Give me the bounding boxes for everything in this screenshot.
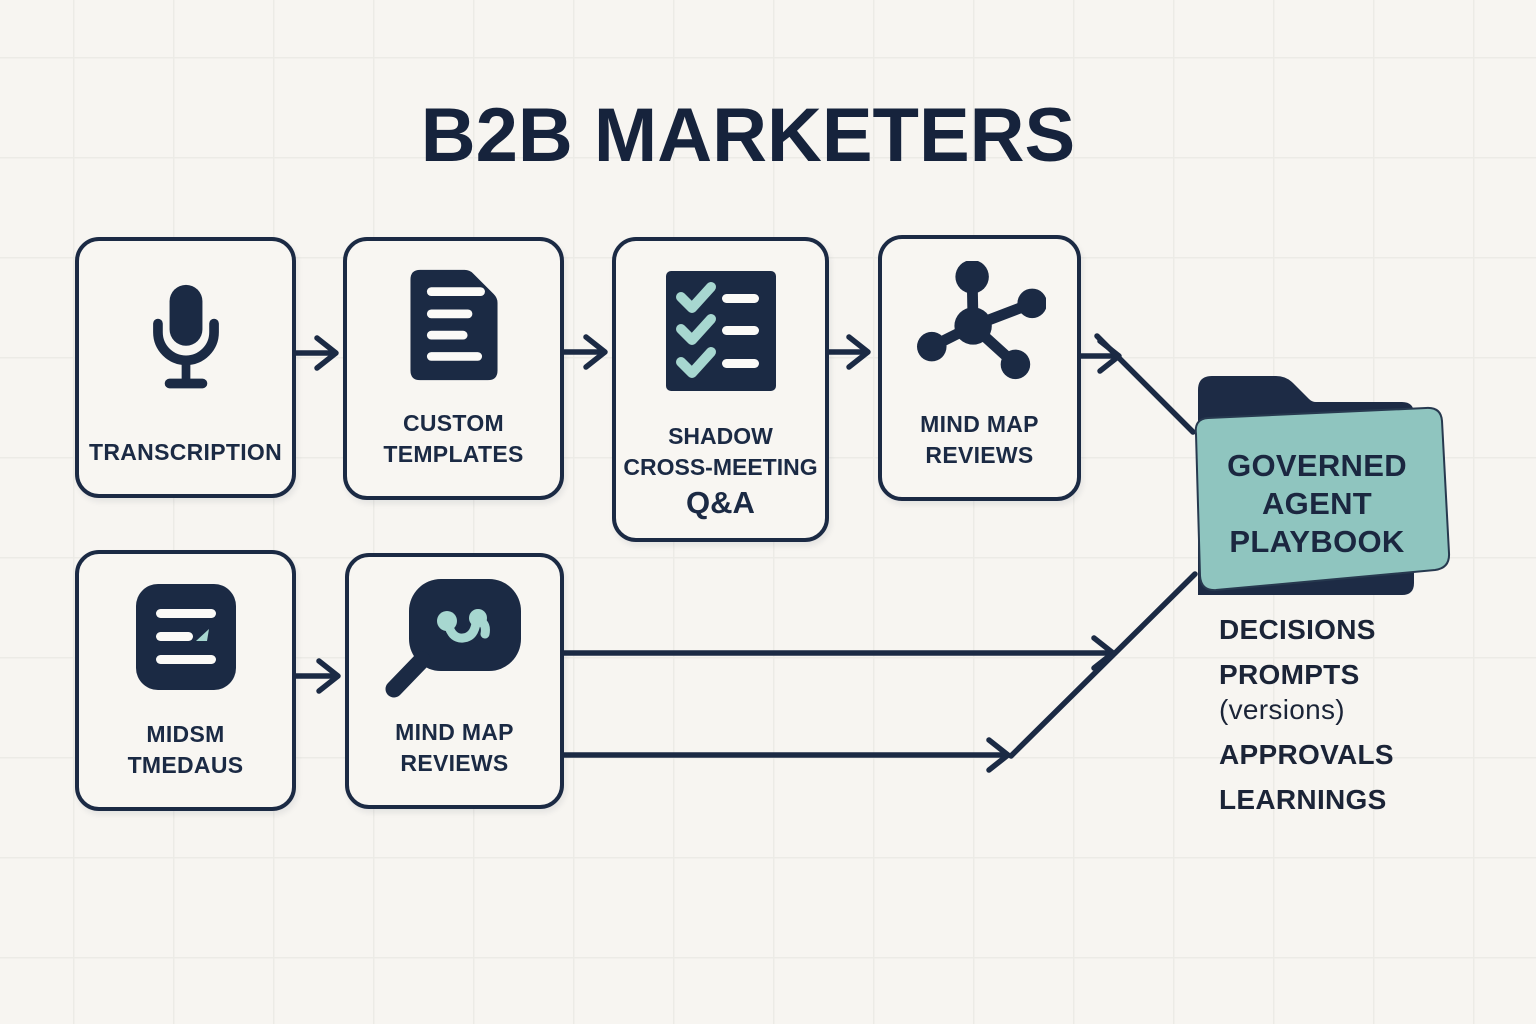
document-icon <box>409 269 498 380</box>
notes-icon <box>135 583 236 690</box>
microphone-icon <box>152 284 219 389</box>
step-label: MIDSM TMEDAUS <box>127 721 244 778</box>
step-box-mind-map-reviews-top: MIND MAP REVIEWS <box>878 235 1081 501</box>
output-item-prompts: PROMPTS(versions) <box>1219 657 1394 727</box>
output-list: DECISIONS PROMPTS(versions) APPROVALS LE… <box>1219 612 1394 827</box>
folder-label: GOVERNED AGENT PLAYBOOK <box>1227 448 1407 559</box>
step-box-midsm-tmedaus: MIDSM TMEDAUS <box>75 550 296 811</box>
output-item-decisions: DECISIONS <box>1219 614 1376 645</box>
output-item-approvals: APPROVALS <box>1219 739 1394 770</box>
node-graph-icon <box>916 261 1046 380</box>
qa-emphasis: Q&A <box>686 485 755 520</box>
step-label: TRANSCRIPTION <box>88 439 282 465</box>
governed-agent-playbook-folder <box>1175 358 1465 608</box>
step-label: MIND MAP REVIEWS <box>920 411 1039 468</box>
diagram-title: B2B MARKETERS <box>420 93 1076 178</box>
step-box-transcription: TRANSCRIPTION <box>75 237 296 498</box>
checklist-icon <box>665 271 776 391</box>
step-label: MIND MAP REVIEWS <box>395 719 514 776</box>
output-item-learnings: LEARNINGS <box>1219 784 1387 815</box>
step-label: CUSTOM TEMPLATES <box>383 410 524 467</box>
folder-icon <box>1194 376 1451 595</box>
step-box-custom-templates: CUSTOM TEMPLATES <box>343 237 564 500</box>
output-item-prompts-sub: (versions) <box>1219 694 1345 725</box>
magnifier-icon <box>385 579 521 698</box>
step-box-mind-map-reviews-bottom: MIND MAP REVIEWS <box>345 553 564 809</box>
